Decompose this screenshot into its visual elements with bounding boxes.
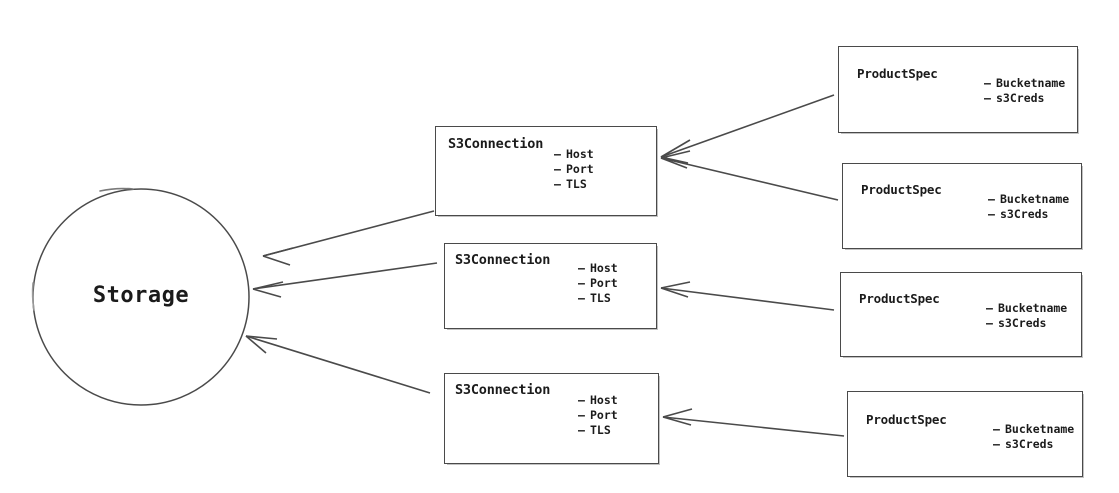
attribute-label: Bucketname <box>996 76 1066 90</box>
attribute-label: TLS <box>590 291 611 305</box>
attribute-row: –s3Creds <box>986 316 1067 331</box>
productspec-node-2-title: ProductSpec <box>859 291 940 306</box>
attribute-label: TLS <box>590 423 611 437</box>
dash-bullet-icon: – <box>554 162 561 176</box>
attribute-row: –Port <box>578 408 618 423</box>
attribute-label: TLS <box>566 177 587 191</box>
productspec-node-3-attributes: –Bucketname –s3Creds <box>993 422 1074 452</box>
dash-bullet-icon: – <box>578 408 585 422</box>
s3connection-node-1[interactable]: S3Connection –Host –Port –TLS <box>444 243 657 329</box>
dash-bullet-icon: – <box>984 76 991 90</box>
attribute-row: –Bucketname <box>993 422 1074 437</box>
s3connection-node-2-attributes: –Host –Port –TLS <box>578 393 618 438</box>
attribute-label: Host <box>590 393 618 407</box>
productspec-node-2[interactable]: ProductSpec –Bucketname –s3Creds <box>840 272 1082 357</box>
attribute-row: –Port <box>578 276 618 291</box>
attribute-row: –Bucketname <box>986 301 1067 316</box>
dash-bullet-icon: – <box>986 301 993 315</box>
attribute-row: –s3Creds <box>988 207 1069 222</box>
s3connection-node-0-title: S3Connection <box>448 136 544 152</box>
storage-circle-shape <box>31 187 250 406</box>
attribute-label: Bucketname <box>1005 422 1075 436</box>
productspec-node-0-attributes: –Bucketname –s3Creds <box>984 76 1065 106</box>
productspec-node-0[interactable]: ProductSpec –Bucketname –s3Creds <box>838 46 1078 133</box>
dash-bullet-icon: – <box>578 261 585 275</box>
s3connection-node-1-title: S3Connection <box>455 252 551 268</box>
s3connection-node-2[interactable]: S3Connection –Host –Port –TLS <box>444 373 659 464</box>
dash-bullet-icon: – <box>578 276 585 290</box>
edge-spec3-to-connection2 <box>662 408 845 437</box>
dash-bullet-icon: – <box>993 437 1000 451</box>
attribute-row: –TLS <box>578 291 618 306</box>
dash-bullet-icon: – <box>988 207 995 221</box>
attribute-row: –s3Creds <box>984 91 1065 106</box>
productspec-node-3[interactable]: ProductSpec –Bucketname –s3Creds <box>847 391 1083 477</box>
dash-bullet-icon: – <box>984 91 991 105</box>
productspec-node-1-attributes: –Bucketname –s3Creds <box>988 192 1069 222</box>
attribute-row: –s3Creds <box>993 437 1074 452</box>
s3connection-node-1-attributes: –Host –Port –TLS <box>578 261 618 306</box>
s3connection-node-0-attributes: –Host –Port –TLS <box>554 147 594 192</box>
productspec-node-0-title: ProductSpec <box>857 66 938 81</box>
dash-bullet-icon: – <box>554 177 561 191</box>
dash-bullet-icon: – <box>986 316 993 330</box>
dash-bullet-icon: – <box>988 192 995 206</box>
s3connection-node-2-title: S3Connection <box>455 382 551 398</box>
edge-spec1-to-connection0 <box>660 150 839 201</box>
attribute-row: –Host <box>578 393 618 408</box>
attribute-label: Host <box>590 261 618 275</box>
attribute-label: Port <box>566 162 594 176</box>
attribute-label: Port <box>590 276 618 290</box>
attribute-label: s3Creds <box>996 91 1045 105</box>
attribute-label: Bucketname <box>998 301 1068 315</box>
attribute-row: –TLS <box>578 423 618 438</box>
attribute-row: –Host <box>578 261 618 276</box>
attribute-row: –Bucketname <box>984 76 1065 91</box>
storage-node-label: Storage <box>92 283 190 308</box>
attribute-row: –Port <box>554 162 594 177</box>
edge-spec0-to-connection0 <box>660 94 835 164</box>
edge-connection1-to-storage <box>252 262 438 298</box>
dash-bullet-icon: – <box>993 422 1000 436</box>
dash-bullet-icon: – <box>578 393 585 407</box>
dash-bullet-icon: – <box>554 147 561 161</box>
edge-connection2-to-storage <box>245 335 431 394</box>
dash-bullet-icon: – <box>578 423 585 437</box>
productspec-node-1-title: ProductSpec <box>861 182 942 197</box>
attribute-row: –TLS <box>554 177 594 192</box>
dash-bullet-icon: – <box>578 291 585 305</box>
attribute-label: Bucketname <box>1000 192 1070 206</box>
attribute-label: Host <box>566 147 594 161</box>
edge-spec2-to-connection1 <box>660 281 835 311</box>
productspec-node-2-attributes: –Bucketname –s3Creds <box>986 301 1067 331</box>
attribute-label: Port <box>590 408 618 422</box>
attribute-row: –Bucketname <box>988 192 1069 207</box>
edge-connection0-to-storage <box>262 210 435 266</box>
attribute-label: s3Creds <box>1000 207 1049 221</box>
attribute-row: –Host <box>554 147 594 162</box>
productspec-node-3-title: ProductSpec <box>866 412 947 427</box>
attribute-label: s3Creds <box>998 316 1047 330</box>
productspec-node-1[interactable]: ProductSpec –Bucketname –s3Creds <box>842 163 1082 249</box>
attribute-label: s3Creds <box>1005 437 1054 451</box>
s3connection-node-0[interactable]: S3Connection –Host –Port –TLS <box>435 126 657 216</box>
